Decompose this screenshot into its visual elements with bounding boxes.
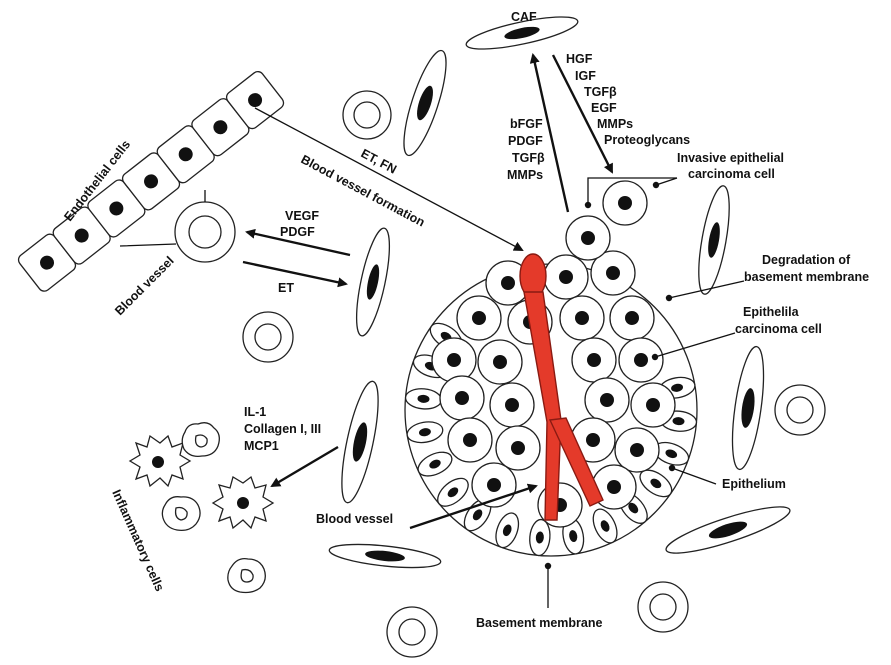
blood-vessel-left-label: Blood vessel <box>112 254 176 318</box>
proteoglycans-label: Proteoglycans <box>604 133 690 147</box>
invasive-label-line2: carcinoma cell <box>688 167 775 181</box>
mmps-down-label: MMPs <box>597 117 633 131</box>
pdgf-up-label: PDGF <box>508 134 543 148</box>
il1-label: IL-1 <box>244 405 266 419</box>
degradation-label-line2: basement membrane <box>744 270 869 284</box>
epithelial-label-line2: carcinoma cell <box>735 322 822 336</box>
epithelium-label: Epithelium <box>722 477 786 491</box>
invasive-label-line1: Invasive epithelial <box>677 151 784 165</box>
epithelial-label-line1: Epithelila <box>743 305 800 319</box>
hgf-label: HGF <box>566 52 593 66</box>
basement-membrane-label: Basement membrane <box>476 616 602 630</box>
vegf-label: VEGF <box>285 209 319 223</box>
blood-vessel-cross-section-left <box>175 202 235 262</box>
blood-vessel-bottom-label: Blood vessel <box>316 512 393 526</box>
et-arrow <box>243 262 346 284</box>
inflammatory-cells-label: Inflammatory cells <box>109 488 166 594</box>
endothelial-cell-chain <box>16 69 286 293</box>
et-label: ET <box>278 281 294 295</box>
invasive-carcinoma-cells <box>566 181 647 260</box>
pdgf-left-label: PDGF <box>280 225 315 239</box>
et-fn-label: ET, FN <box>359 146 399 176</box>
tgfb-down-label: TGFβ <box>584 85 617 99</box>
igf-label: IGF <box>575 69 596 83</box>
tgfb-up-label: TGFβ <box>512 151 545 165</box>
degradation-label-line1: Degradation of <box>762 253 851 267</box>
inflammatory-arrow <box>272 447 338 486</box>
mcp1-label: MCP1 <box>244 439 279 453</box>
mmps-up-label: MMPs <box>507 168 543 182</box>
egf-label: EGF <box>591 101 617 115</box>
bfgf-label: bFGF <box>510 117 543 131</box>
caf-label: CAF <box>511 10 537 24</box>
collagen-label: Collagen I, III <box>244 422 321 436</box>
